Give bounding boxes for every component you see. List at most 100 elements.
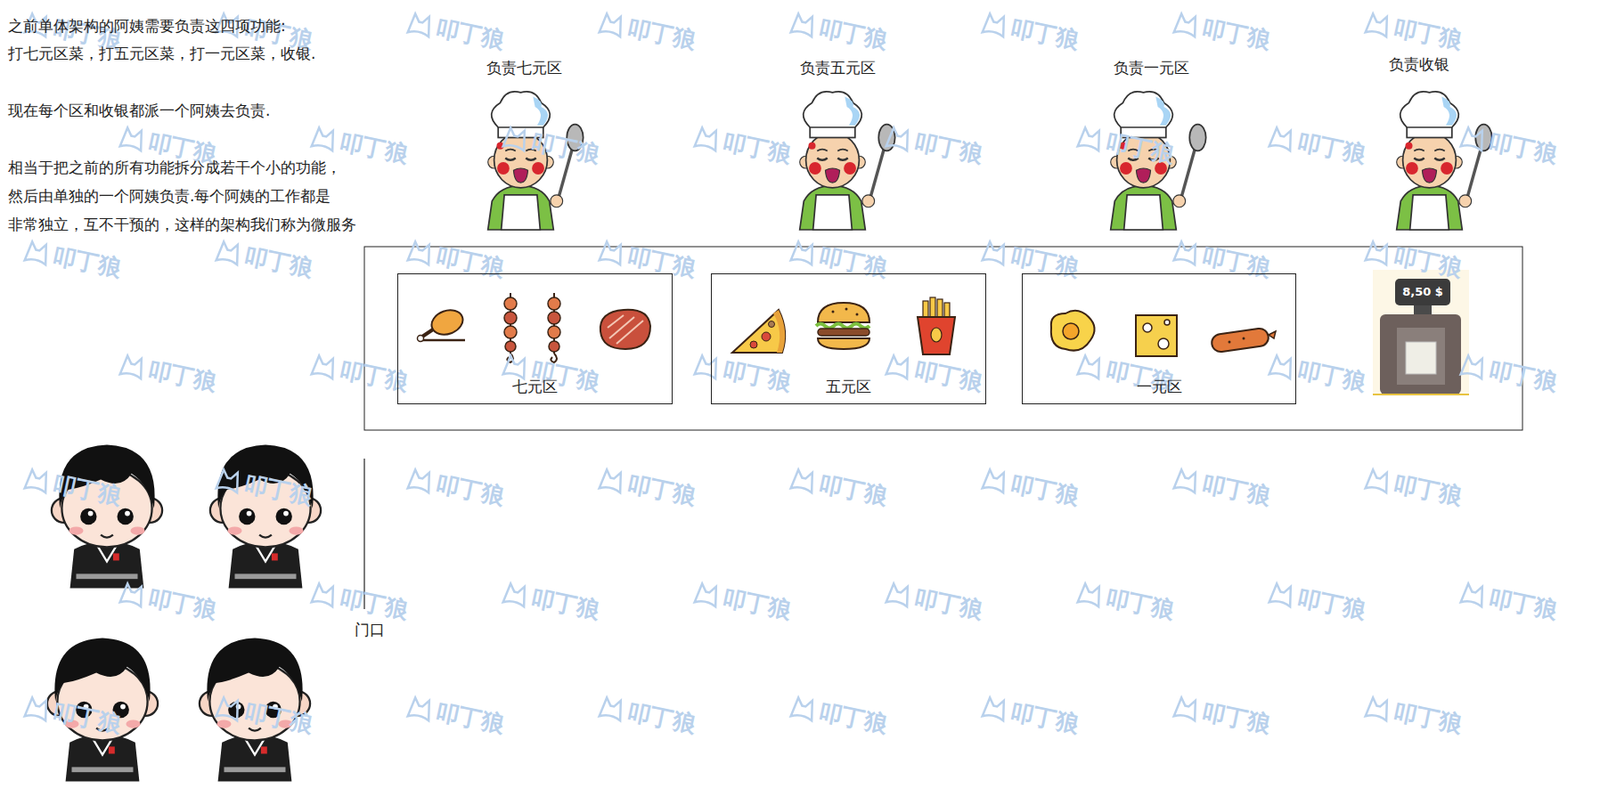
- watermark-logo: [20, 234, 55, 269]
- watermark-logo: [978, 462, 1013, 497]
- watermark: 叩丁狼: [307, 575, 412, 628]
- watermark: 叩丁狼: [1169, 689, 1274, 742]
- watermark-logo: [20, 690, 55, 725]
- zone-label: 一元区: [1136, 377, 1183, 396]
- watermark: 叩丁狼: [595, 689, 700, 742]
- watermark-logo: [1361, 6, 1396, 41]
- watermark-text: 叩丁狼: [1294, 125, 1370, 171]
- watermark: 叩丁狼: [978, 461, 1083, 514]
- customer-figure: [51, 445, 163, 589]
- watermark-logo: [403, 6, 438, 41]
- watermark-logo: [881, 120, 916, 155]
- watermark-logo: [690, 348, 725, 383]
- watermark: 叩丁狼: [786, 689, 891, 742]
- watermark-logo: [1169, 6, 1204, 41]
- watermark: 叩丁狼: [1265, 119, 1370, 172]
- watermark-text: 叩丁狼: [432, 467, 508, 513]
- watermark-logo: [595, 6, 629, 41]
- watermark-logo: [690, 576, 725, 611]
- watermark-text: 叩丁狼: [1294, 581, 1370, 627]
- watermark-logo: [978, 234, 1013, 269]
- burger-icon: [816, 302, 870, 350]
- watermark: 叩丁狼: [115, 575, 221, 628]
- watermark: 叩丁狼: [786, 461, 891, 514]
- watermark-text: 叩丁狼: [49, 239, 125, 285]
- watermark: 叩丁狼: [1073, 575, 1178, 628]
- watermark-text: 叩丁狼: [624, 467, 700, 513]
- watermark: 叩丁狼: [1456, 575, 1561, 628]
- watermark: 叩丁狼: [1361, 5, 1466, 58]
- watermark-logo: [212, 690, 246, 725]
- watermark: 叩丁狼: [1456, 119, 1561, 172]
- watermark-text: 叩丁狼: [336, 125, 412, 171]
- watermark-logo: [115, 348, 150, 383]
- watermark: 叩丁狼: [1169, 233, 1274, 286]
- watermark: 叩丁狼: [403, 5, 508, 58]
- watermark: 叩丁狼: [690, 347, 795, 400]
- watermark: 叩丁狼: [881, 575, 987, 628]
- customer-figure: [47, 638, 158, 783]
- watermark-logo: [115, 576, 150, 611]
- watermark-logo: [1456, 576, 1491, 611]
- watermark: 叩丁狼: [1361, 461, 1466, 514]
- watermark-logo: [1361, 690, 1396, 725]
- watermark: 叩丁狼: [212, 233, 317, 286]
- note-text: 打七元区菜，打五元区菜，打一元区菜，收银.: [8, 44, 316, 63]
- watermark-text: 叩丁狼: [1390, 467, 1466, 513]
- pizza-icon: [732, 310, 785, 353]
- steak-icon: [600, 310, 651, 350]
- zone-box: 七元区: [397, 273, 673, 405]
- caption-label: 负责一元区: [1113, 58, 1190, 77]
- watermark-text: 叩丁狼: [336, 353, 412, 399]
- watermark-logo: [307, 576, 342, 611]
- watermark: 叩丁狼: [1169, 461, 1274, 514]
- watermark-text: 叩丁狼: [911, 581, 987, 627]
- watermark-logo: [1265, 120, 1299, 155]
- watermark-logo: [786, 234, 821, 269]
- watermark-logo: [498, 120, 533, 155]
- watermark: 叩丁狼: [403, 461, 508, 514]
- zone-box: 一元区: [1021, 273, 1297, 405]
- watermark-text: 叩丁狼: [911, 353, 987, 399]
- watermark-text: 叩丁狼: [1007, 467, 1083, 513]
- watermark-logo: [307, 348, 342, 383]
- watermark-logo: [978, 6, 1013, 41]
- watermark-logo: [1169, 462, 1204, 497]
- watermark-text: 叩丁狼: [1199, 11, 1274, 57]
- watermark-text: 叩丁狼: [816, 467, 891, 513]
- watermark: 叩丁狼: [498, 575, 604, 628]
- watermark: 叩丁狼: [881, 119, 987, 172]
- watermark: 叩丁狼: [115, 347, 221, 400]
- watermark-text: 叩丁狼: [1294, 353, 1370, 399]
- caption-label: 负责五元区: [800, 58, 876, 77]
- watermark-text: 叩丁狼: [624, 11, 700, 57]
- watermark-logo: [115, 120, 150, 155]
- zone-box: 五元区: [710, 273, 987, 405]
- caption-label: 负责七元区: [486, 58, 563, 77]
- chef-figure: [800, 91, 896, 230]
- watermark-logo: [1265, 576, 1299, 611]
- watermark: 叩丁狼: [690, 119, 795, 172]
- watermark-text: 叩丁狼: [145, 581, 221, 627]
- watermark-logo: [1361, 234, 1396, 269]
- watermark-text: 叩丁狼: [1485, 125, 1561, 171]
- skewer-icon: [547, 293, 561, 363]
- watermark-logo: [307, 120, 342, 155]
- watermark-logo: [786, 462, 821, 497]
- egg-icon: [1051, 310, 1095, 352]
- zone-label: 七元区: [512, 377, 558, 396]
- watermark-text: 叩丁狼: [528, 581, 604, 627]
- watermark-text: 叩丁狼: [1102, 581, 1178, 627]
- watermark-logo: [1073, 120, 1108, 155]
- watermark-text: 叩丁狼: [1007, 11, 1083, 57]
- note-text: 现在每个区和收银都派一个阿姨去负责.: [8, 101, 270, 120]
- watermark-logo: [595, 234, 629, 269]
- watermark: 叩丁狼: [786, 233, 891, 286]
- watermark: 叩丁狼: [978, 5, 1083, 58]
- zone-label: 五元区: [825, 377, 872, 396]
- watermark: 叩丁狼: [1265, 575, 1370, 628]
- watermark: 叩丁狼: [1456, 347, 1561, 400]
- watermark: 叩丁狼: [1169, 5, 1274, 58]
- watermark-text: 叩丁狼: [432, 11, 508, 57]
